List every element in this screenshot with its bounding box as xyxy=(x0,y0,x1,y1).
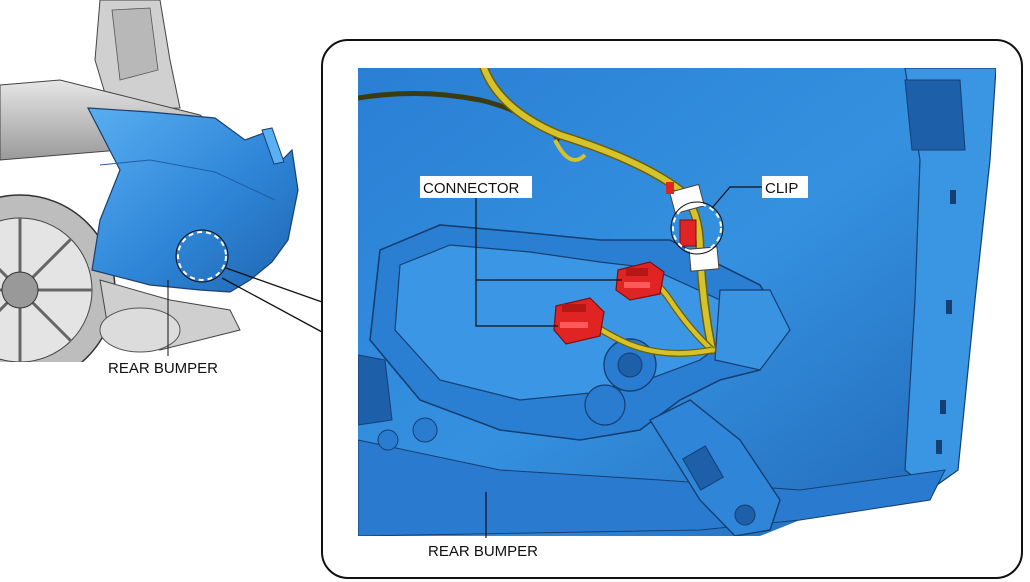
clip-label-box xyxy=(762,176,808,198)
clip-leader xyxy=(711,186,762,209)
detail-illustration xyxy=(358,68,996,536)
overview-part-label: REAR BUMPER xyxy=(108,360,218,377)
clip-icon xyxy=(666,182,720,272)
clip-callout-circle xyxy=(672,203,722,253)
detail-part-label: REAR BUMPER xyxy=(428,543,538,560)
clip-label: CLIP xyxy=(765,180,798,197)
connector-lower-icon xyxy=(553,297,605,345)
connector-label-box xyxy=(420,176,532,198)
connector-leader-lower xyxy=(475,280,558,327)
overview-callout-circle xyxy=(177,231,227,281)
overview-illustration xyxy=(0,0,299,362)
zoom-line-upper xyxy=(225,267,323,303)
connector-label: CONNECTOR xyxy=(423,180,520,197)
connector-upper-icon xyxy=(615,261,665,301)
zoom-line-lower xyxy=(221,277,323,333)
